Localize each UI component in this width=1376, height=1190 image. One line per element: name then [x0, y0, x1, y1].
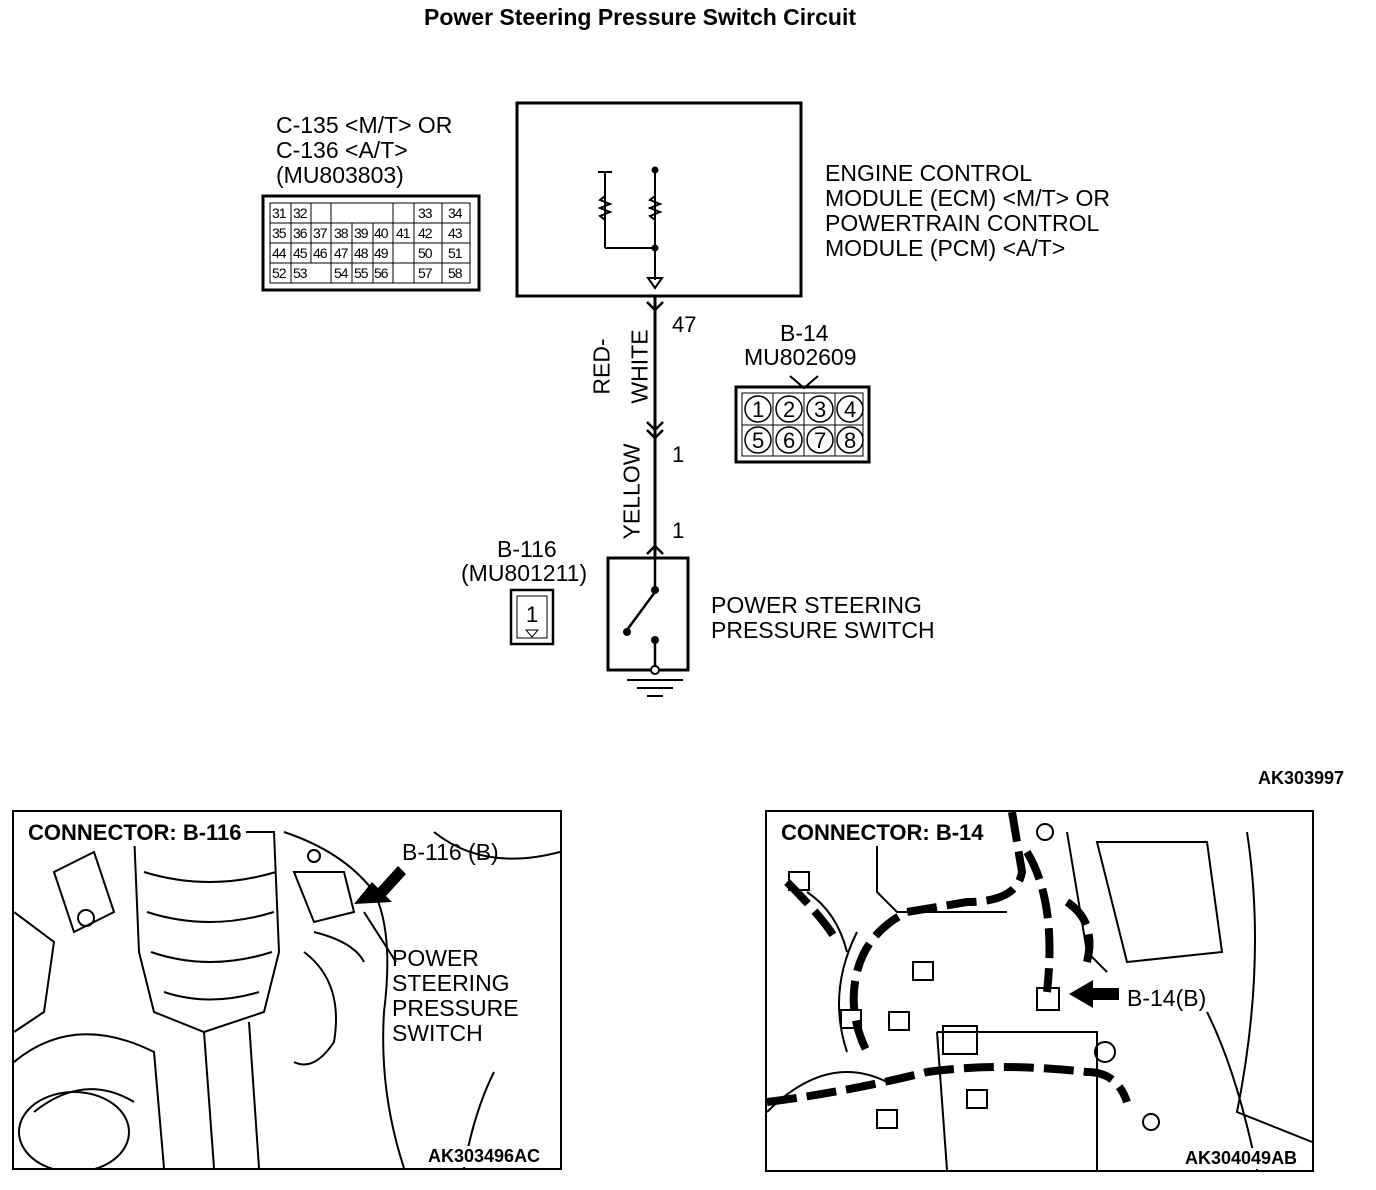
- wire-pin-top: 47: [672, 312, 697, 337]
- circuit-schematic: [261, 101, 871, 697]
- ecm-module-label-1: ENGINE CONTROL: [825, 160, 1033, 186]
- switch-label-2: PRESSURE SWITCH: [711, 617, 935, 643]
- wire-color-yellow: YELLOW: [618, 443, 645, 540]
- panel-ref-left: AK303496AC: [428, 1146, 541, 1167]
- b14-pin: 7: [814, 428, 827, 453]
- b14-pin: 1: [752, 397, 765, 422]
- b116-id: B-116: [497, 536, 557, 562]
- b116-part: (MU801211): [461, 560, 588, 586]
- ecm-pin: 55: [354, 265, 369, 281]
- ecm-connector-label-2: C-136 <A/T>: [276, 137, 408, 163]
- b14-pin: 3: [814, 397, 827, 422]
- switch-label-1: POWER STEERING: [711, 592, 922, 618]
- ecm-pin: 45: [293, 245, 308, 261]
- callout-b14: B-14(B): [1127, 985, 1207, 1011]
- ecm-pin: 51: [448, 245, 463, 261]
- ecm-module-label-3: POWERTRAIN CONTROL: [825, 210, 1100, 236]
- ecm-pin: 38: [334, 225, 349, 241]
- ecm-module-label-4: MODULE (PCM) <A/T>: [825, 235, 1066, 261]
- component-label-3: PRESSURE: [392, 995, 519, 1021]
- component-label-2: STEERING: [392, 970, 510, 996]
- ecm-pin: 33: [418, 205, 433, 221]
- ecm-connector-label-3: (MU803803): [276, 162, 404, 188]
- panel-title-b116: CONNECTOR: B-116: [24, 820, 246, 846]
- ecm-pin: 42: [418, 225, 433, 241]
- connector-b14-photo-panel: CONNECTOR: B-14 B-14(B) AK304049AB: [765, 810, 1314, 1172]
- ecm-pin: 32: [293, 205, 308, 221]
- component-label-4: SWITCH: [392, 1020, 483, 1046]
- ecm-pin: 36: [293, 225, 308, 241]
- b14-pin: 5: [752, 428, 765, 453]
- ecm-pin: 48: [354, 245, 369, 261]
- ecm-pin: 57: [418, 265, 433, 281]
- ecm-pin: 56: [374, 265, 389, 281]
- wire-color-white: WHITE: [626, 329, 653, 404]
- wire-pin-mid: 1: [672, 442, 685, 467]
- ecm-pin: 58: [448, 265, 463, 281]
- ecm-pin: 50: [418, 245, 433, 261]
- ecm-pin: 39: [354, 225, 369, 241]
- ecm-pin: 44: [272, 245, 287, 261]
- b14-id: B-14: [780, 320, 829, 346]
- panel-ref-right: AK304049AB: [1185, 1148, 1298, 1169]
- b14-pin: 6: [783, 428, 796, 453]
- b14-pin: 4: [844, 397, 857, 422]
- component-label-1: POWER: [392, 945, 479, 971]
- wire-color-red: RED-: [588, 338, 615, 395]
- diagram-ref-code: AK303997: [1258, 768, 1345, 788]
- ecm-pin: 37: [313, 225, 328, 241]
- ecm-pin: 53: [293, 265, 308, 281]
- ecm-pin: 41: [396, 225, 411, 241]
- ecm-connector-label-1: C-135 <M/T> OR: [276, 112, 453, 138]
- engine-bay-sketch-right: [767, 812, 1312, 1170]
- diagram-title: Power Steering Pressure Switch Circuit: [424, 4, 857, 30]
- ecm-pin: 47: [334, 245, 349, 261]
- ecm-module-label-2: MODULE (ECM) <M/T> OR: [825, 185, 1110, 211]
- panel-title-b14: CONNECTOR: B-14: [777, 820, 988, 846]
- ecm-pin: 34: [448, 205, 463, 221]
- ecm-pin: 43: [448, 225, 463, 241]
- ecm-pin: 52: [272, 265, 287, 281]
- engine-bay-sketch-left: [14, 831, 560, 1168]
- b14-pin: 8: [844, 428, 857, 453]
- b14-pin: 2: [783, 397, 796, 422]
- callout-b116: B-116 (B): [402, 839, 499, 865]
- b116-pin: 1: [526, 602, 539, 627]
- ecm-pin: 31: [272, 205, 287, 221]
- ecm-pin: 40: [374, 225, 389, 241]
- wire-pin-bottom: 1: [672, 518, 685, 543]
- ecm-pin: 49: [374, 245, 389, 261]
- ecm-pin: 54: [334, 265, 349, 281]
- ecm-pin: 35: [272, 225, 287, 241]
- b14-part: MU802609: [744, 344, 857, 370]
- connector-b116-photo-panel: CONNECTOR: B-116 B-116 (B) POWER STEERIN…: [12, 810, 562, 1170]
- ecm-pin: 46: [313, 245, 328, 261]
